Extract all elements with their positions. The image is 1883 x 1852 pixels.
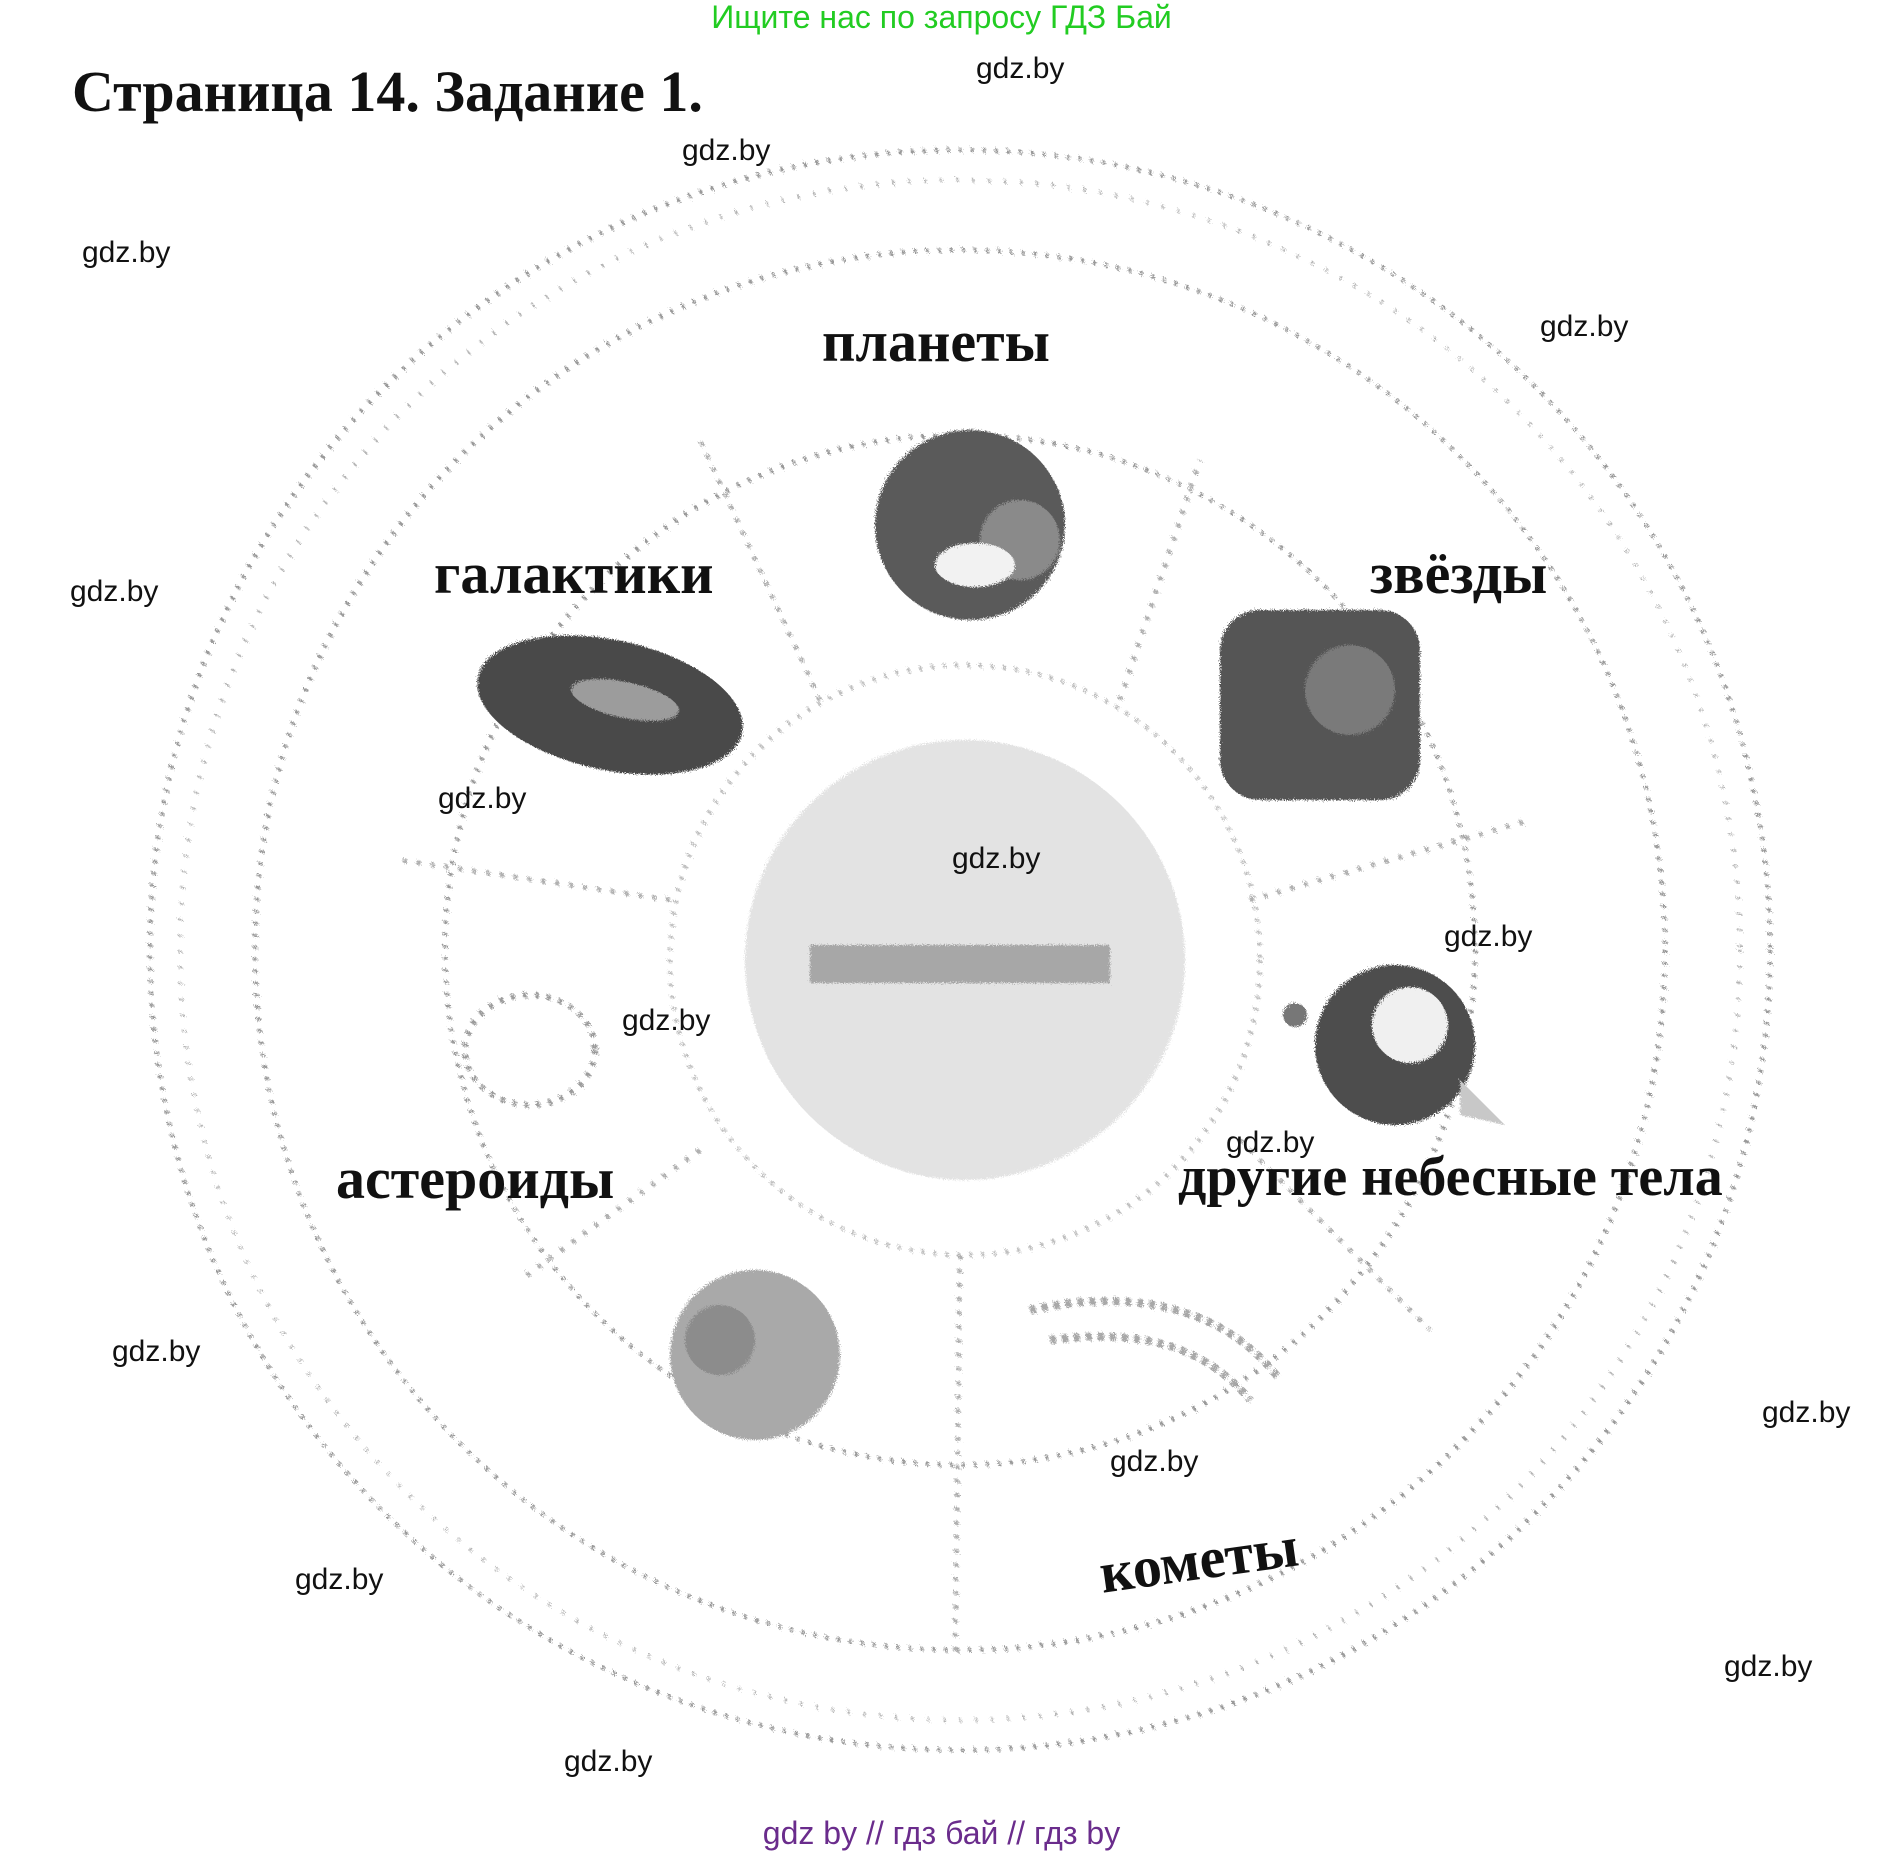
divider-bottom-left [518, 1147, 702, 1283]
watermark: gdz.by [295, 1563, 384, 1596]
watermark: gdz.by [112, 1335, 201, 1368]
label-stars: звёзды [1370, 541, 1548, 606]
watermark: gdz.by [438, 782, 527, 815]
divider-top-left [697, 438, 823, 702]
divider-top-right [1117, 459, 1203, 701]
watermark: gdz.by [70, 575, 159, 608]
label-planets: планеты [822, 309, 1050, 374]
watermark: gdz.by [1762, 1396, 1851, 1429]
outer-ring [147, 147, 1773, 1753]
comet-asteroid-image [670, 1270, 840, 1440]
watermark: gdz.by [82, 236, 171, 269]
divider-bottom-right [1238, 1138, 1432, 1332]
core-ring [667, 662, 1263, 1258]
asteroid-image [462, 992, 598, 1108]
divider-right [1249, 817, 1531, 903]
outer-ring-2 [177, 177, 1743, 1723]
sector-dividers [399, 438, 1531, 1661]
watermark: gdz.by [682, 134, 771, 167]
footer-links: gdz by // гдз бай // гдз by [762, 1815, 1121, 1851]
planet-image [875, 430, 1065, 620]
watermark: gdz.by [1724, 1650, 1813, 1683]
other-body-image [1283, 965, 1505, 1125]
galaxy-image [477, 635, 743, 775]
middle-ring [252, 247, 1668, 1653]
watermark: gdz.by [622, 1004, 711, 1037]
page-title: Страница 14. Задание 1. [72, 59, 703, 124]
search-banner: Ищите нас по запросу ГДЗ Бай [711, 0, 1172, 35]
watermark: gdz.by [1110, 1445, 1199, 1478]
label-galaxies: галактики [434, 541, 714, 606]
watermark: gdz.by [1444, 920, 1533, 953]
label-asteroids: астероиды [336, 1146, 615, 1211]
divider-bottom [952, 1254, 963, 1661]
divider-left [399, 857, 671, 903]
watermark: gdz.by [564, 1745, 653, 1778]
label-other-bodies: другие небесные тела [1178, 1146, 1723, 1208]
star-image [1220, 610, 1420, 800]
watermark: gdz.by [976, 52, 1065, 85]
center-label-smudge [810, 945, 1110, 983]
watermark: gdz.by [1226, 1126, 1315, 1159]
comet-image [1029, 1297, 1284, 1403]
watermark: gdz.by [1540, 310, 1629, 343]
watermark: gdz.by [952, 842, 1041, 875]
